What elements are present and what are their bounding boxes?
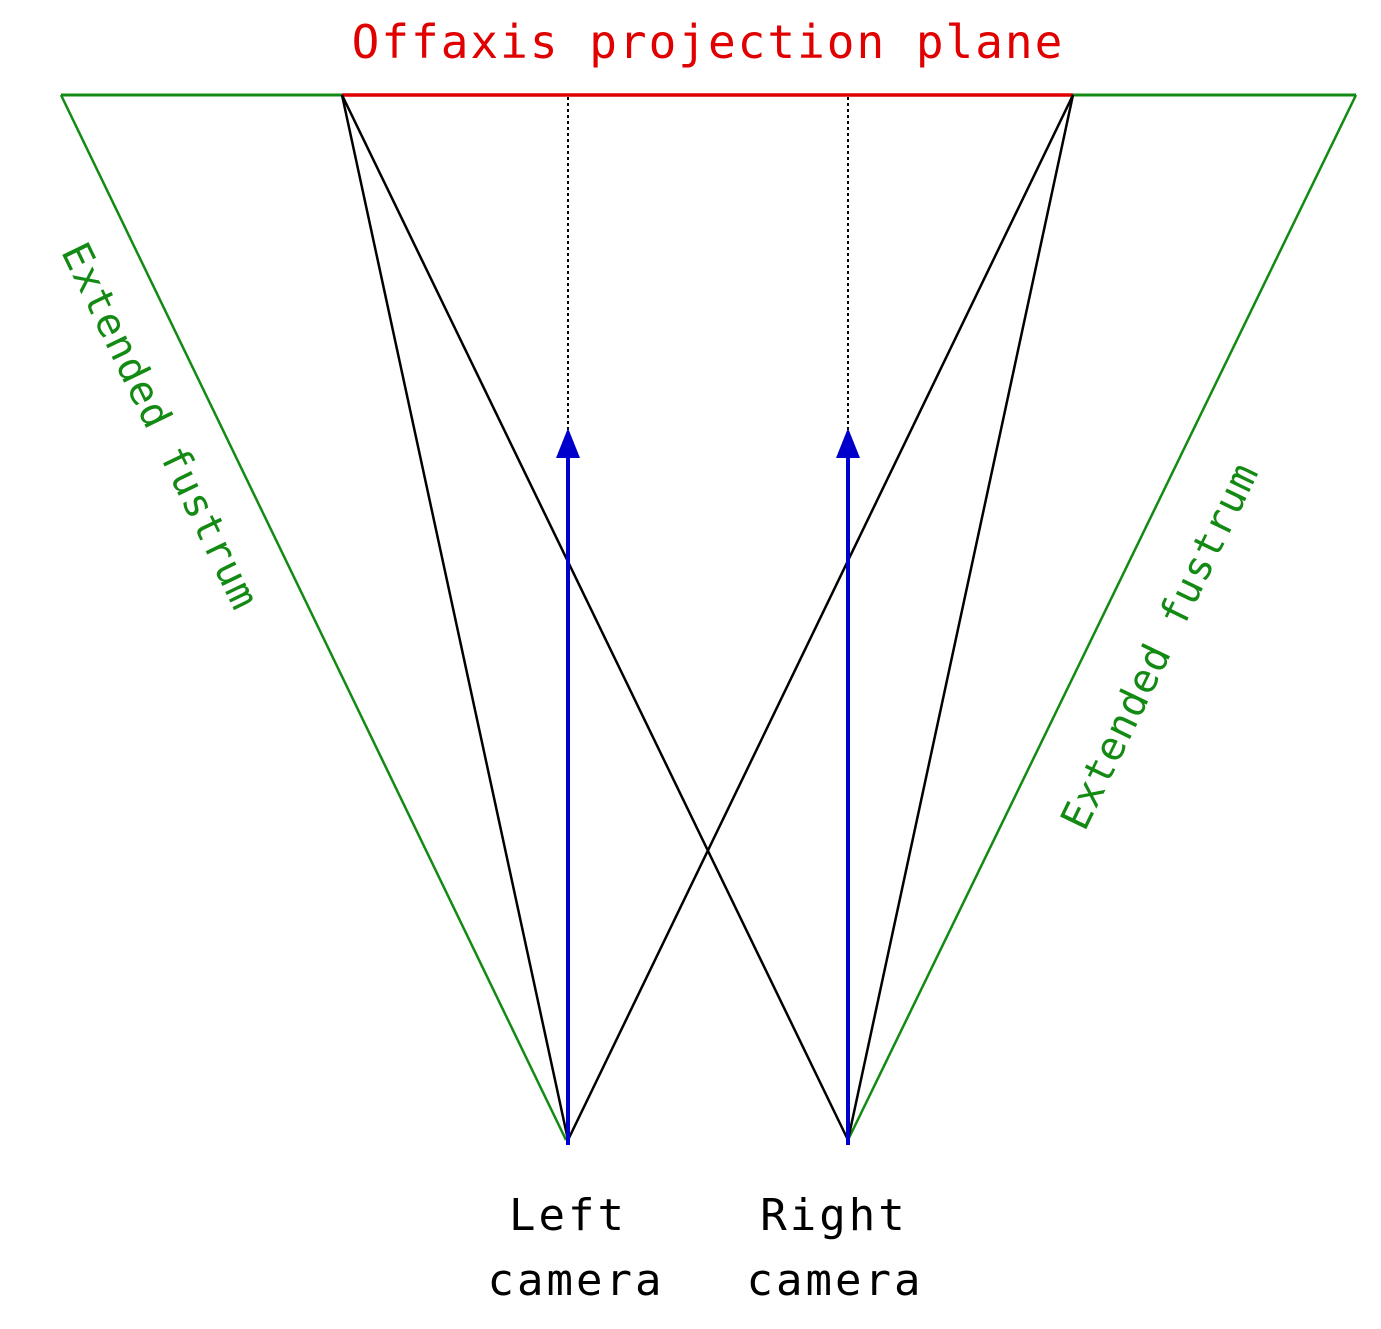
- axis-extensions: [567, 97, 849, 432]
- extended-frustum-left-edge: [59, 94, 568, 1141]
- right-camera-label-line1: Right: [760, 1190, 907, 1241]
- camera-frustums: [340, 94, 1075, 1141]
- right-camera-label-line2: camera: [747, 1255, 924, 1306]
- left-extended-frustum-label: Extended fustrum: [52, 236, 268, 617]
- right-camera-label: Right camera: [747, 1190, 924, 1306]
- camera-axes: [556, 428, 860, 1145]
- left-camera-label-line1: Left: [509, 1190, 627, 1241]
- left-camera-label: Left camera: [488, 1190, 665, 1306]
- right-extended-frustum-label: Extended fustrum: [1052, 456, 1268, 837]
- left-camera-label-line2: camera: [488, 1255, 665, 1306]
- extended-frustum: [59, 93, 1358, 1141]
- left-camera-arrowhead: [556, 428, 580, 458]
- right-camera-frustum-left-edge: [340, 94, 850, 1141]
- left-camera-frustum-left-edge: [340, 94, 570, 1141]
- projection-plane-title: Offaxis projection plane: [352, 15, 1065, 69]
- extended-frustum-right-edge: [846, 94, 1358, 1141]
- left-camera-frustum-right-edge: [566, 94, 1075, 1141]
- right-camera-arrowhead: [836, 428, 860, 458]
- right-camera-frustum-right-edge: [846, 94, 1075, 1141]
